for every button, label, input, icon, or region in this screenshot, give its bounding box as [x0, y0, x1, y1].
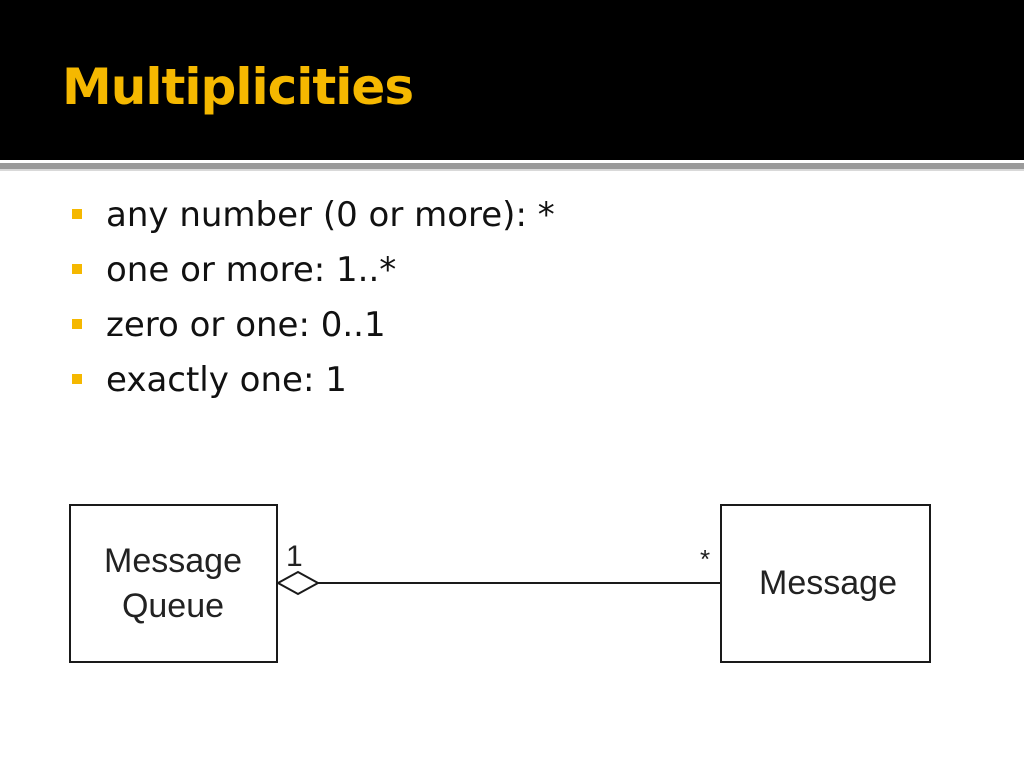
bullet-item: any number (0 or more): * — [72, 193, 555, 248]
bullet-square-icon — [72, 319, 82, 329]
bullet-square-icon — [72, 209, 82, 219]
slide-title: Multiplicities — [62, 58, 414, 116]
title-band: Multiplicities — [0, 0, 1024, 160]
message-queue-class-name-line2: Queue — [122, 587, 224, 625]
bullet-text: zero or one: 0..1 — [106, 305, 386, 345]
bullet-square-icon — [72, 264, 82, 274]
message-queue-class-box — [69, 504, 278, 663]
bullet-list: any number (0 or more): * one or more: 1… — [72, 193, 555, 413]
title-divider-highlight — [0, 169, 1024, 171]
message-queue-class-name-line1: Message — [104, 542, 242, 580]
aggregation-diamond-icon — [275, 570, 321, 596]
bullet-text: exactly one: 1 — [106, 360, 347, 400]
message-class-name: Message — [759, 564, 897, 602]
bullet-square-icon — [72, 374, 82, 384]
bullet-item: zero or one: 0..1 — [72, 303, 555, 358]
bullet-item: exactly one: 1 — [72, 358, 555, 413]
right-multiplicity-label: * — [700, 544, 710, 574]
left-multiplicity-label: 1 — [286, 540, 303, 573]
bullet-text: any number (0 or more): * — [106, 195, 555, 235]
bullet-text: one or more: 1..* — [106, 250, 397, 290]
title-divider — [0, 163, 1024, 169]
bullet-item: one or more: 1..* — [72, 248, 555, 303]
